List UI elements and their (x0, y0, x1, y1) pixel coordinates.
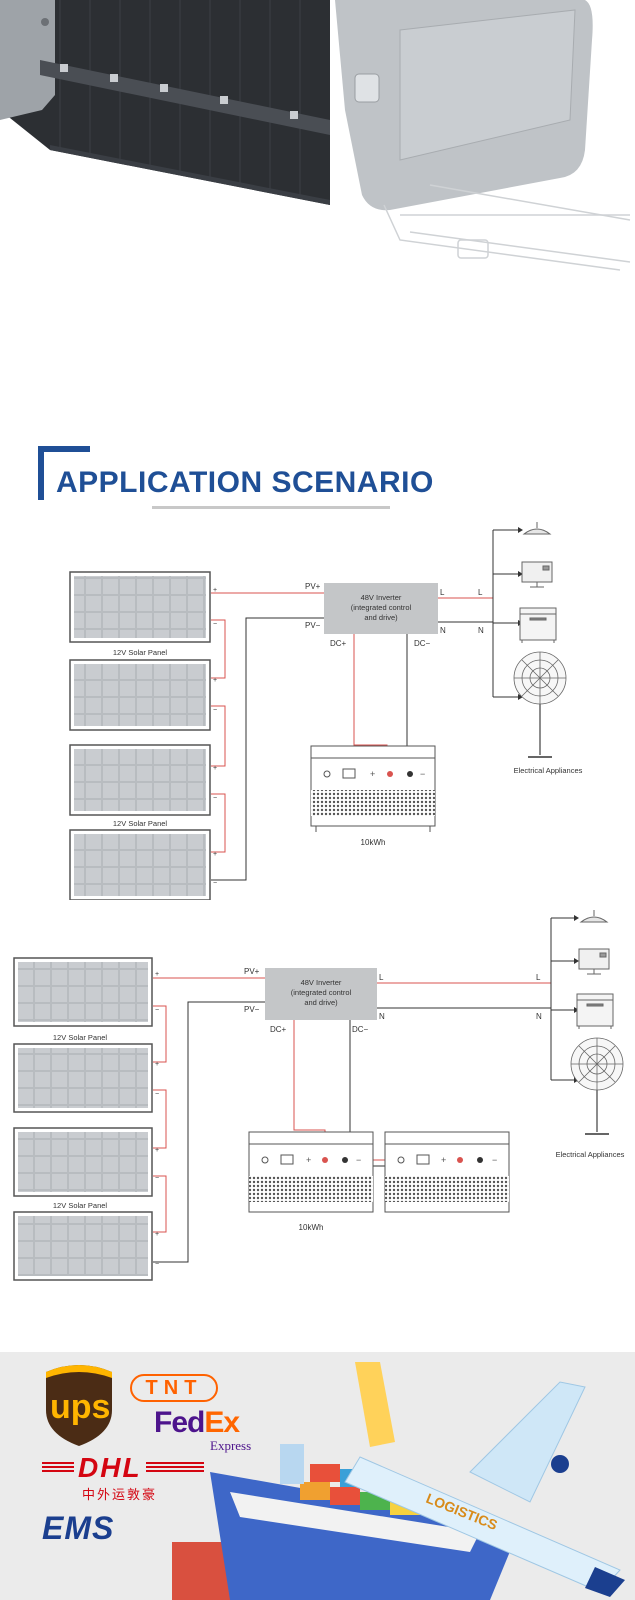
svg-text:L: L (536, 973, 541, 982)
panel-label: 12V Solar Panel (113, 648, 168, 657)
svg-text:48V Inverter: 48V Inverter (361, 593, 402, 602)
svg-text:DC+: DC+ (330, 639, 347, 648)
svg-text:+: + (213, 851, 217, 858)
svg-text:+: + (213, 677, 217, 684)
svg-text:and drive): and drive) (364, 613, 398, 622)
svg-text:PV−: PV− (244, 1005, 260, 1014)
solar-panel (69, 571, 211, 643)
battery-module: + − (310, 745, 436, 832)
svg-text:PV+: PV+ (305, 582, 321, 591)
svg-text:N: N (478, 626, 484, 635)
svg-text:−: − (213, 621, 217, 628)
fedex-express-text: Express (210, 1438, 252, 1453)
dhl-chinese-text: 中外运敦豪 (82, 1488, 158, 1503)
svg-text:L: L (379, 973, 384, 982)
logistics-banner: LOGISTICS ups TNT FedEx Express DHL 中外运敦… (0, 1352, 635, 1600)
svg-text:PV−: PV− (305, 621, 321, 630)
battery-module: + − (248, 1131, 374, 1213)
svg-text:Electrical Appliances: Electrical Appliances (556, 1150, 625, 1159)
panel-label: 12V Solar Panel (113, 819, 168, 828)
fan-icon (570, 1037, 624, 1135)
svg-text:N: N (379, 1012, 385, 1021)
computer-monitor-icon (521, 561, 553, 588)
svg-text:+: + (370, 769, 375, 779)
svg-text:+: + (155, 1147, 159, 1154)
diagram-single-battery: 12V Solar Panel 12V Solar Panel + − + − … (69, 522, 583, 900)
computer-monitor-icon (578, 948, 610, 975)
svg-text:+: + (306, 1155, 311, 1165)
solar-panel (69, 744, 211, 816)
heading-underline (152, 506, 390, 509)
svg-text:+: + (213, 587, 217, 594)
svg-text:(integrated control: (integrated control (291, 988, 352, 997)
panel-label: 12V Solar Panel (53, 1201, 108, 1210)
heading-bracket (38, 446, 90, 500)
solar-panel (69, 659, 211, 731)
svg-text:−: − (155, 1261, 159, 1268)
solar-panel (13, 1211, 153, 1281)
svg-text:−: − (213, 707, 217, 714)
svg-text:DC−: DC− (352, 1025, 369, 1034)
svg-text:−: − (356, 1155, 361, 1165)
svg-text:+: + (155, 1231, 159, 1238)
diagram-dual-battery: 12V Solar Panel 12V Solar Panel + − + − … (13, 910, 625, 1281)
solar-panel (13, 957, 153, 1027)
svg-text:PV+: PV+ (244, 967, 260, 976)
fan-icon (513, 651, 567, 758)
svg-text:+: + (213, 765, 217, 772)
svg-text:+: + (155, 1061, 159, 1068)
svg-text:DC−: DC− (414, 639, 431, 648)
section-title: APPLICATION SCENARIO (56, 466, 434, 499)
ems-logo: EMS (42, 1510, 115, 1546)
svg-text:L: L (478, 588, 483, 597)
svg-text:L: L (440, 588, 445, 597)
chest-freezer-icon (519, 607, 557, 643)
panel-label: 12V Solar Panel (53, 1033, 108, 1042)
svg-text:−: − (155, 1175, 159, 1182)
svg-text:48V Inverter: 48V Inverter (301, 978, 342, 987)
solar-panel (13, 1043, 153, 1113)
logistics-illustration: LOGISTICS (172, 1362, 625, 1600)
svg-text:and drive): and drive) (304, 998, 338, 1007)
battery-cabinet-render (0, 0, 631, 271)
dhl-logo: DHL (74, 1452, 146, 1484)
svg-text:(integrated control: (integrated control (351, 603, 412, 612)
svg-text:N: N (440, 626, 446, 635)
svg-text:−: − (420, 769, 425, 779)
svg-text:−: − (213, 795, 217, 802)
svg-text:10kWh: 10kWh (361, 838, 386, 847)
pv-minus-wire (153, 1001, 265, 1263)
fedex-logo: FedEx (154, 1406, 240, 1439)
inverter-box (324, 583, 438, 634)
ceiling-lamp-icon (522, 522, 552, 535)
svg-text:−: − (492, 1155, 497, 1165)
svg-text:−: − (213, 880, 217, 887)
chest-freezer-icon (576, 993, 614, 1029)
svg-text:+: + (155, 971, 159, 978)
svg-text:DC+: DC+ (270, 1025, 287, 1034)
pv-minus-wire (211, 617, 324, 881)
inverter-box (265, 968, 377, 1020)
svg-text:Electrical Appliances: Electrical Appliances (514, 766, 583, 775)
solar-panel (69, 829, 211, 900)
svg-text:−: − (155, 1007, 159, 1014)
ups-logo (46, 1365, 112, 1446)
svg-text:N: N (536, 1012, 542, 1021)
svg-text:−: − (155, 1091, 159, 1098)
battery-module: + − (384, 1131, 510, 1213)
ceiling-lamp-icon (579, 910, 609, 923)
tnt-logo: TNT (130, 1374, 218, 1402)
svg-text:10kWh: 10kWh (299, 1223, 324, 1232)
solar-panel (13, 1127, 153, 1197)
ups-logo-text: ups (50, 1388, 111, 1426)
svg-text:+: + (441, 1155, 446, 1165)
